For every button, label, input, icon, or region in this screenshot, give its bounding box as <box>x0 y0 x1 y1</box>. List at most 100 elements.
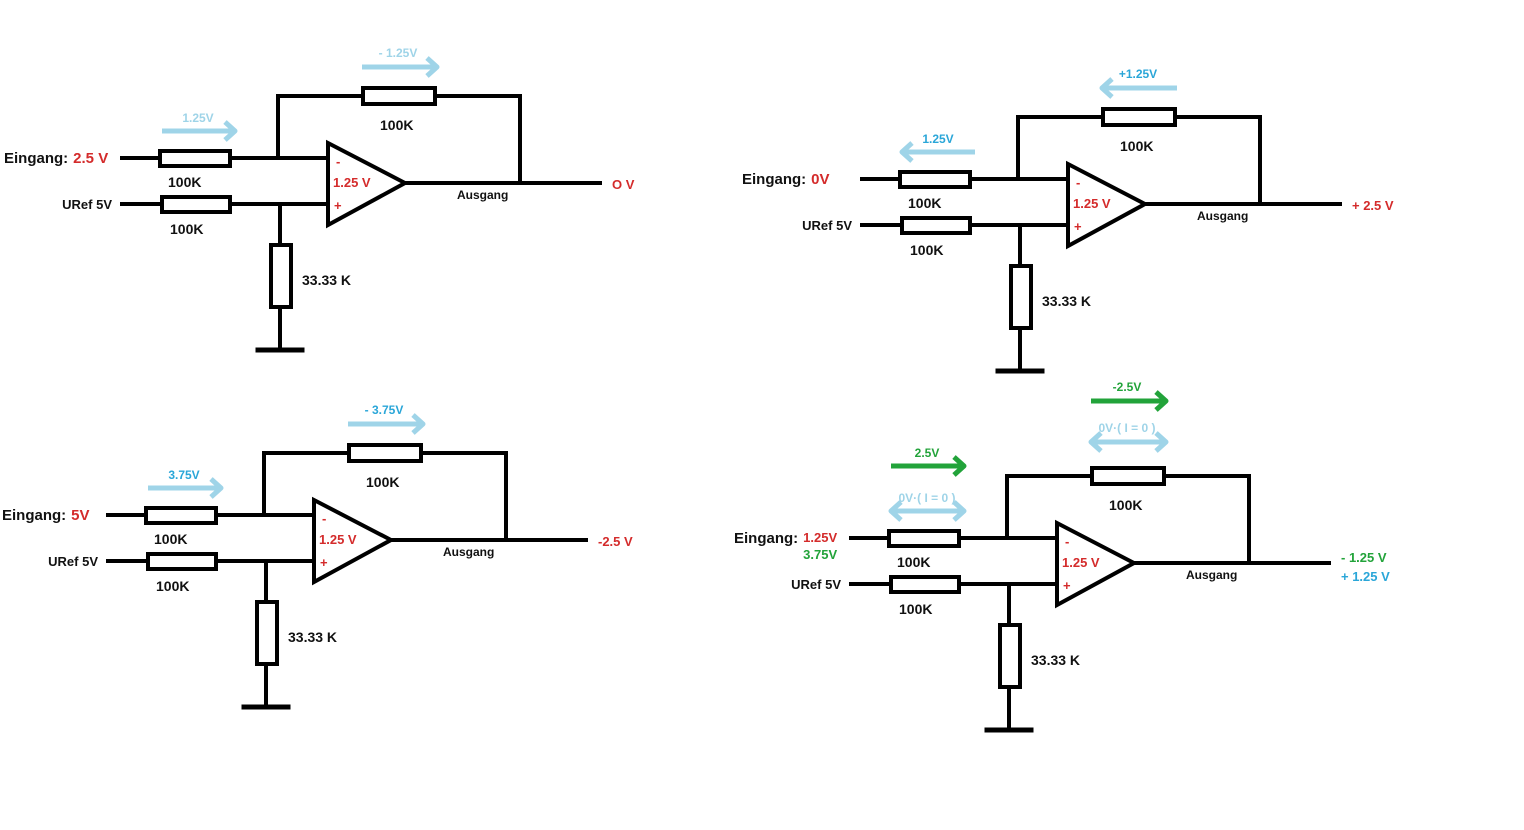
input-label: Eingang: <box>2 507 66 524</box>
uref-resistor-label: 100K <box>170 221 203 237</box>
input-value: 3.75V <box>803 547 837 562</box>
input-value: 0V <box>811 171 829 188</box>
input-arrow-label: 0V·( I = 0 ) <box>898 491 955 505</box>
input-resistor-label: 100K <box>168 174 201 190</box>
input-resistor <box>887 529 961 548</box>
opamp-voltage-label: 1.25 V <box>333 175 371 190</box>
output-value: -2.5 V <box>598 534 633 549</box>
feedback-resistor-label: 100K <box>1120 138 1153 154</box>
input-value: 5V <box>71 507 89 524</box>
input-resistor-label: 100K <box>897 554 930 570</box>
opamp-plus-label: + <box>1074 219 1082 234</box>
arrow-head <box>888 500 903 522</box>
circuit-3: - 1.25 V + Eingang: 5V URef 5V 100K 100K 100K 33.… <box>2 403 633 710</box>
opamp-symbol <box>1055 519 1139 609</box>
output-label: Ausgang <box>457 188 508 202</box>
ground-resistor-label: 33.33 K <box>288 629 337 645</box>
feedback-wire-right <box>433 94 522 185</box>
input-resistor-label: 100K <box>908 195 941 211</box>
uref-resistor-label: 100K <box>910 242 943 258</box>
opamp-symbol <box>326 139 410 229</box>
feedback-wire-right <box>419 451 508 542</box>
feedback-current-arrow <box>362 56 440 78</box>
opamp-voltage-label: 1.25 V <box>1073 196 1111 211</box>
uref-resistor <box>160 195 232 214</box>
input-label: Eingang: <box>734 530 798 547</box>
circuit-4: - 1.25 V + Eingang: 1.25V 3.75V URef 5V 100K 100… <box>734 380 1390 733</box>
arrow-head <box>223 120 238 142</box>
feedback-wire-left <box>262 451 351 517</box>
opamp-plus-label: + <box>1063 578 1071 593</box>
opamp-minus-label: - <box>336 154 340 169</box>
feedback-arrow-label: 0V·( I = 0 ) <box>1098 421 1155 435</box>
output-label: Ausgang <box>1197 209 1248 223</box>
uref-label: URef 5V <box>802 218 852 233</box>
ground-resistor <box>1009 264 1033 330</box>
feedback-resistor-label: 100K <box>1109 497 1142 513</box>
feedback-wire-left <box>1005 474 1094 540</box>
input-current-arrow <box>891 455 967 477</box>
input-label: Eingang: <box>742 171 806 188</box>
output-label: Ausgang <box>443 545 494 559</box>
opamp-plus-label: + <box>320 555 328 570</box>
opamp-symbol <box>312 496 396 586</box>
arrow-head <box>411 413 426 435</box>
arrow-head <box>1154 390 1169 412</box>
feedback-resistor <box>1101 107 1177 127</box>
feedback-arrow-label: -2.5V <box>1113 380 1142 394</box>
ground-resistor-label: 33.33 K <box>1042 293 1091 309</box>
circuit-2: - 1.25 V + Eingang: 0V URef 5V 100K 100K 100K 33.… <box>742 67 1394 374</box>
uref-label: URef 5V <box>791 577 841 592</box>
arrow-head <box>952 455 967 477</box>
input-arrow-label: 1.25V <box>922 132 953 146</box>
feedback-resistor-label: 100K <box>366 474 399 490</box>
feedback-wire-left <box>276 94 365 160</box>
opamp-minus-label: - <box>1065 534 1069 549</box>
output-value: + 1.25 V <box>1341 569 1390 584</box>
uref-label: URef 5V <box>62 197 112 212</box>
ground-resistor-label: 33.33 K <box>302 272 351 288</box>
uref-resistor-label: 100K <box>899 601 932 617</box>
uref-resistor <box>889 575 961 594</box>
feedback-current-arrow <box>1091 390 1169 412</box>
input-resistor <box>144 506 218 525</box>
ground-resistor <box>255 600 279 666</box>
feedback-arrow-label: - 1.25V <box>379 46 418 60</box>
arrow-head <box>1154 431 1169 453</box>
opamp-voltage-label: 1.25 V <box>319 532 357 547</box>
feedback-wire-right <box>1162 474 1251 565</box>
arrow-head <box>952 500 967 522</box>
uref-resistor-label: 100K <box>156 578 189 594</box>
arrow-head <box>899 141 914 163</box>
arrow-head <box>1088 431 1103 453</box>
output-value: - 1.25 V <box>1341 550 1387 565</box>
ground-resistor <box>998 623 1022 689</box>
input-resistor <box>158 149 232 168</box>
input-arrow-label: 1.25V <box>182 111 213 125</box>
feedback-resistor-label: 100K <box>380 117 413 133</box>
feedback-resistor <box>347 443 423 463</box>
opamp-plus-label: + <box>334 198 342 213</box>
opamp-minus-label: - <box>322 511 326 526</box>
opamp-voltage-label: 1.25 V <box>1062 555 1100 570</box>
output-label: Ausgang <box>1186 568 1237 582</box>
opamp-minus-label: - <box>1076 175 1080 190</box>
ground-resistor <box>269 243 293 309</box>
feedback-wire-left <box>1016 115 1105 181</box>
feedback-wire-right <box>1173 115 1262 206</box>
input-arrow-label: 3.75V <box>168 468 199 482</box>
input-value: 1.25V <box>803 530 837 545</box>
output-value: O V <box>612 177 635 192</box>
uref-label: URef 5V <box>48 554 98 569</box>
feedback-current-arrow <box>348 413 426 435</box>
feedback-arrow-label: +1.25V <box>1119 67 1157 81</box>
feedback-current-arrow <box>1088 431 1169 453</box>
input-current-arrow <box>899 141 975 163</box>
input-current-arrow <box>888 500 967 522</box>
input-current-arrow <box>162 120 238 142</box>
arrow-head <box>209 477 224 499</box>
feedback-resistor <box>361 86 437 106</box>
input-resistor-label: 100K <box>154 531 187 547</box>
